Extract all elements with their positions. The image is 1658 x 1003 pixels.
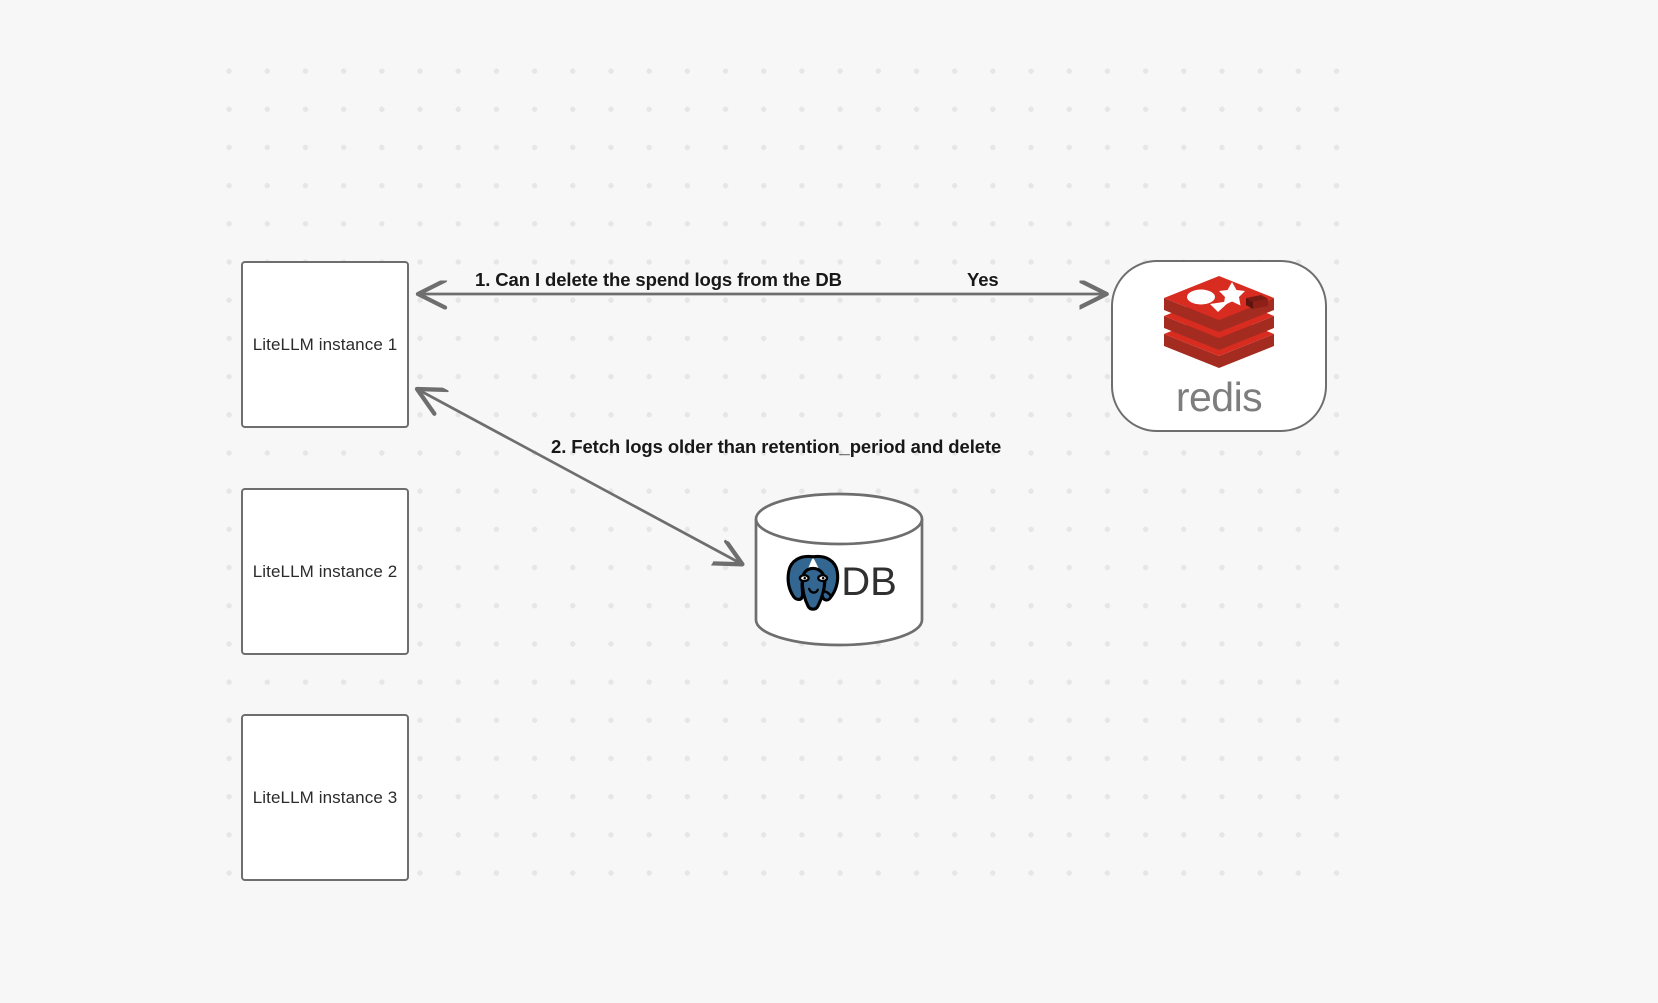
edge-label-step-2: 2. Fetch logs older than retention_perio… [551, 436, 1002, 457]
edge-label-yes: Yes [967, 269, 999, 290]
redis-logo-icon [1164, 275, 1274, 368]
edge-label-step-1: 1. Can I delete the spend logs from the … [475, 269, 842, 290]
node-redis[interactable]: redis [1111, 260, 1327, 432]
redis-logo-wrap: redis [1160, 275, 1278, 421]
db-label: DB [841, 560, 897, 604]
node-litellm-instance-2[interactable]: LiteLLM instance 2 [241, 488, 409, 655]
db-content: DB [781, 552, 897, 614]
node-label: LiteLLM instance 3 [252, 787, 398, 807]
db-inner: DB [753, 492, 925, 647]
node-label: LiteLLM instance 1 [252, 334, 398, 354]
node-litellm-instance-1[interactable]: LiteLLM instance 1 [241, 261, 409, 428]
redis-wordmark: redis [1175, 373, 1263, 420]
postgresql-elephant-icon [786, 554, 840, 611]
node-database[interactable]: DB [753, 492, 925, 647]
node-litellm-instance-3[interactable]: LiteLLM instance 3 [241, 714, 409, 881]
node-label: LiteLLM instance 2 [252, 561, 398, 581]
edge-litellm1-database [417, 389, 740, 563]
